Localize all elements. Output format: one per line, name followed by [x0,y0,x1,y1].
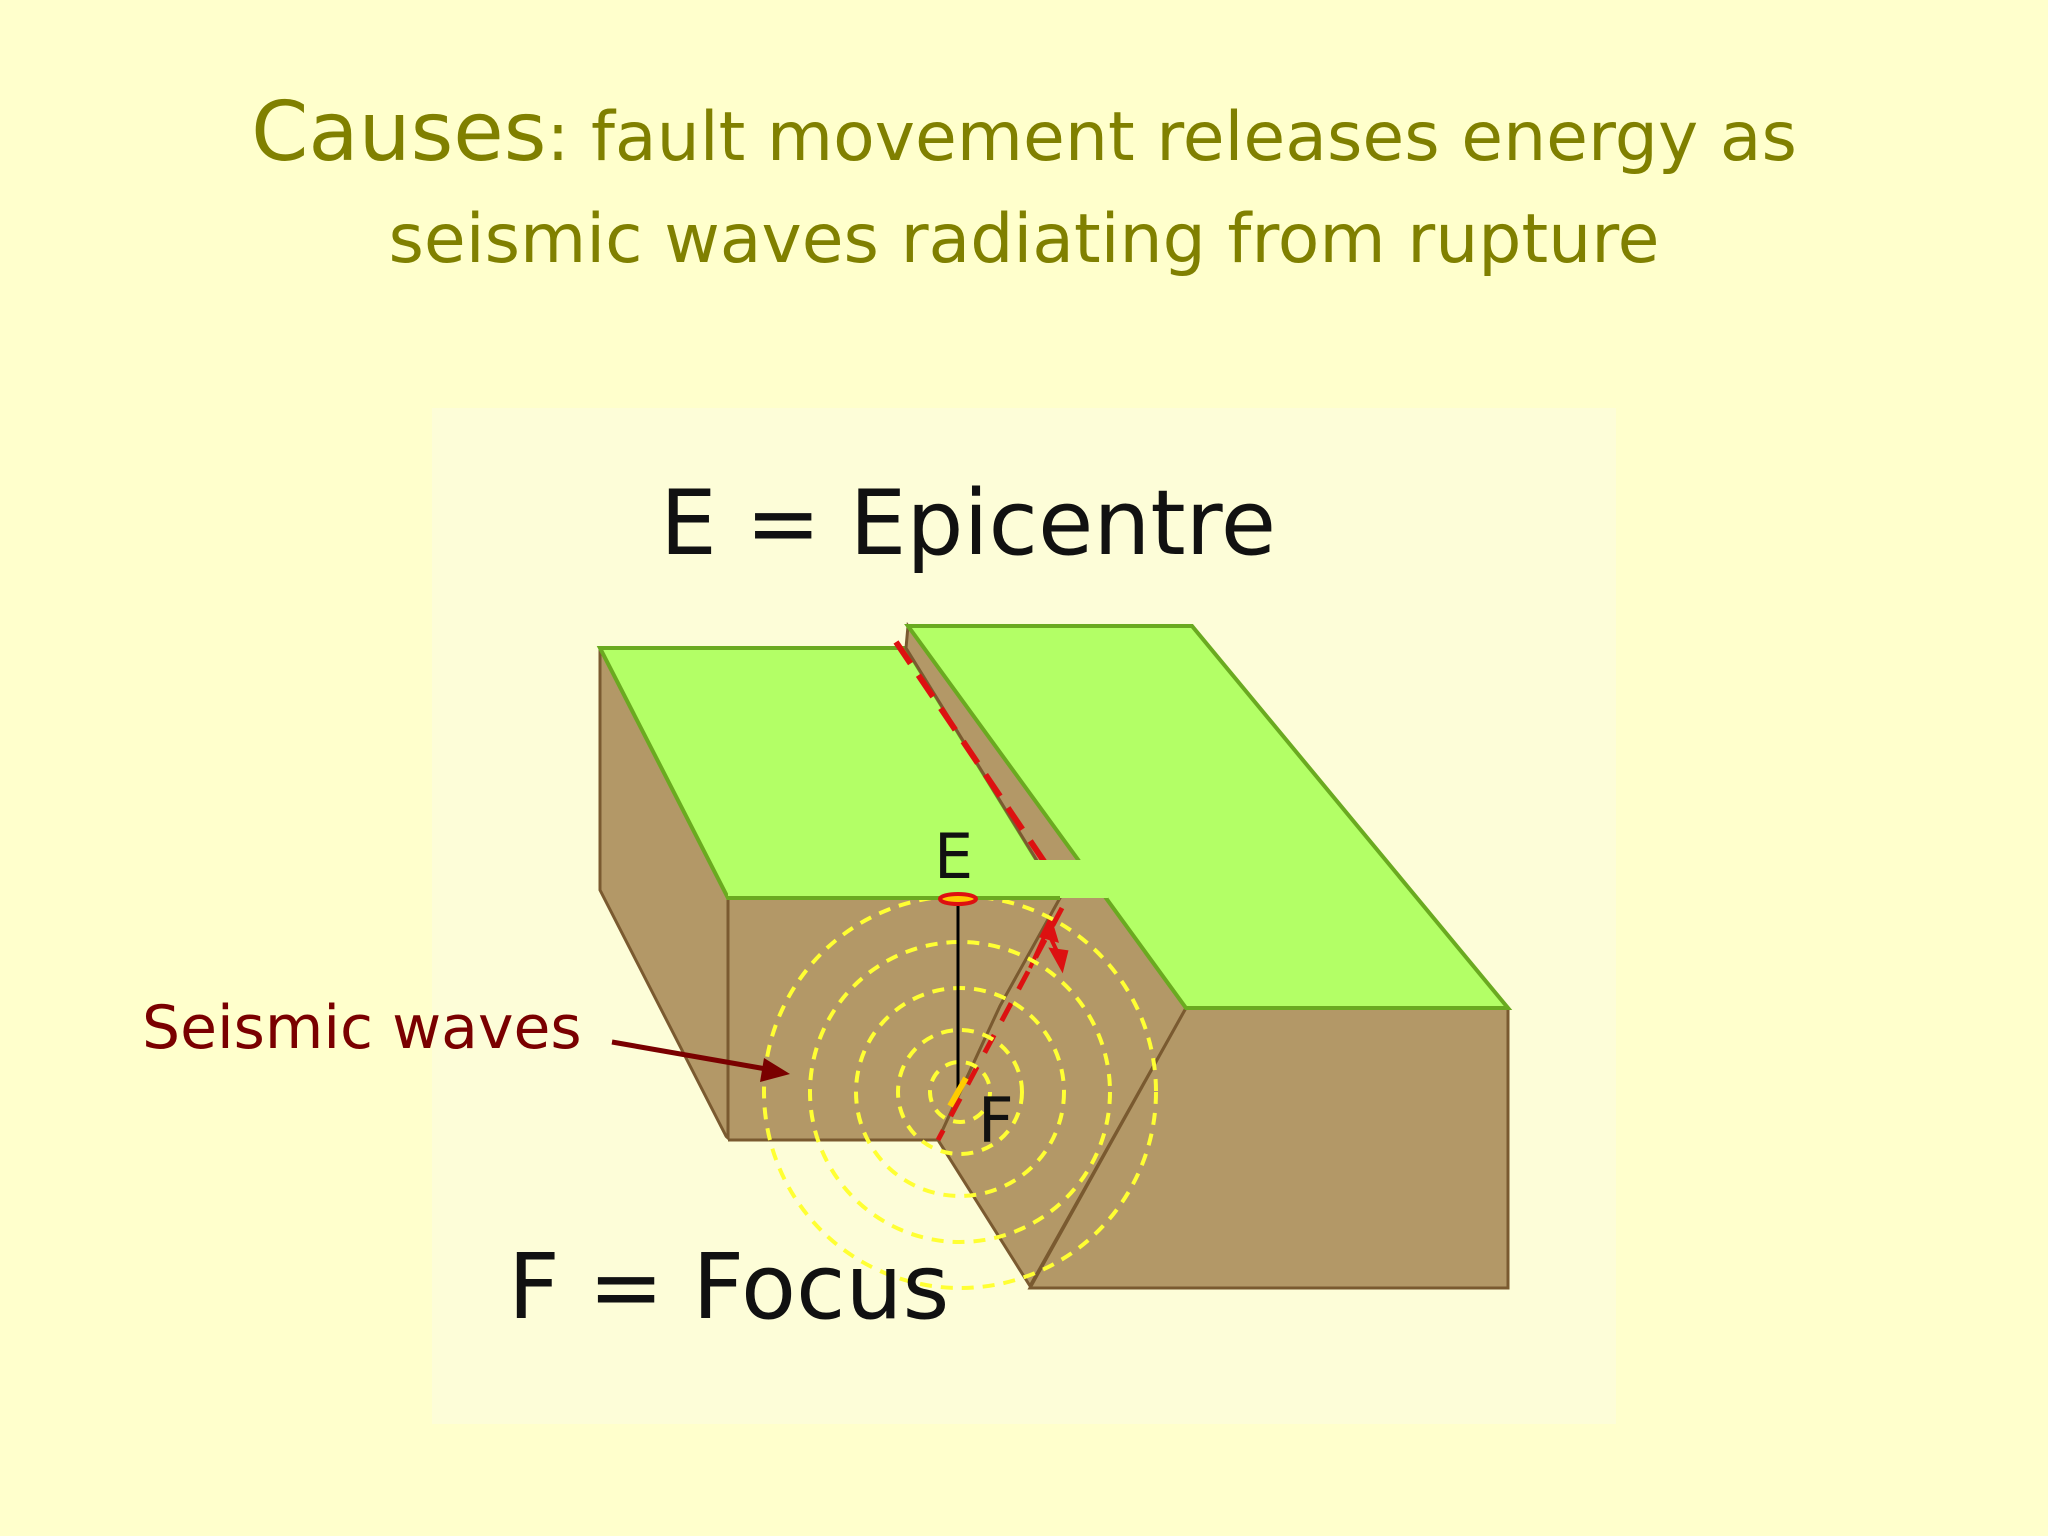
wave-front-5 [762,894,1158,1290]
focus-marker [947,1076,969,1108]
seismic-waves-callout-arrow [611,1039,790,1082]
epicentre-marker [938,892,978,906]
title-line-2: seismic waves radiating from rupture [388,200,1660,279]
epicentre-letter: E [934,820,973,893]
right-fault-block [904,621,1513,1290]
background-mask-top [728,860,1108,898]
seismic-wave-fronts [762,894,1158,1290]
wave-front-3 [854,986,1066,1198]
focus-letter: F [978,1084,1014,1157]
wave-front-4 [808,940,1112,1244]
seismic-waves-label: Seismic waves [142,993,582,1063]
title-line-1: Causes: fault movement releases energy a… [0,82,2048,189]
slide-title: Causes: fault movement releases energy a… [0,82,2048,291]
title-lead: Causes [251,85,547,180]
epicentre-legend: E = Epicentre [660,471,1276,576]
left-fault-block [596,646,1064,1142]
fault-trace-surface [893,640,1065,890]
title-rest: : fault movement releases energy as [546,98,1797,177]
background-mask-left [432,880,728,1176]
wave-front-2 [896,1028,1024,1156]
wave-front-1 [928,1060,992,1124]
focus-legend: F = Focus [508,1235,949,1340]
